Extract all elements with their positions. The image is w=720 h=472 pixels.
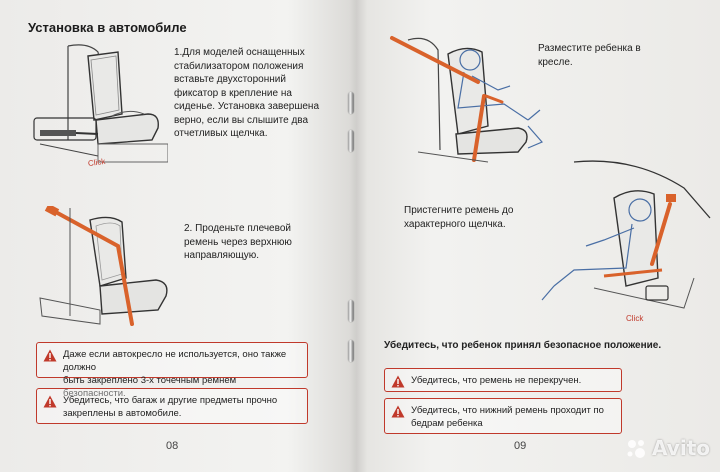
right-page: Разместите ребенка в кресле. Click Прист… <box>358 0 720 472</box>
isofix-installation-illustration <box>33 44 168 163</box>
avito-logo-icon <box>627 440 646 458</box>
shoulder-belt-illustration <box>39 206 168 326</box>
binding-ring <box>348 340 354 362</box>
warning-icon <box>43 395 57 408</box>
warning-box-unused-seat: Даже если автокресло не используется, он… <box>36 342 308 399</box>
page-number: 08 <box>166 440 179 452</box>
warning-box-luggage: Убедитесь, что багаж и другие предметы п… <box>36 388 308 424</box>
step-place-child-text: Разместите ребенка в кресле. <box>538 43 641 68</box>
warning-text: Убедитесь, что багаж и другие предметы п… <box>63 395 278 419</box>
binding-ring <box>348 300 354 322</box>
warning-box-lap-belt: Убедитесь, что нижний ремень проходит по… <box>384 398 622 434</box>
warning-text: Убедитесь, что ремень не перекручен. <box>411 375 582 386</box>
warning-icon <box>391 405 405 418</box>
step-2-text: 2. Проденьте плечевой ремень через верхн… <box>184 223 292 261</box>
page-number: 09 <box>514 440 527 452</box>
warning-icon <box>391 375 405 388</box>
step-1-text: 1.Для моделей оснащенных стабилизатором … <box>174 47 320 139</box>
left-page: Установка в автомобиле Click 1.Для модел… <box>0 0 352 472</box>
binding-ring <box>348 130 354 152</box>
click-label: Click <box>626 314 644 323</box>
warning-icon <box>43 349 57 362</box>
buckle-illustration <box>541 160 711 309</box>
warning-box-twisted-belt: Убедитесь, что ремень не перекручен. <box>384 368 622 392</box>
watermark-text: Avito <box>652 436 710 460</box>
page-heading: Установка в автомобиле <box>28 20 187 35</box>
final-check-text: Убедитесь, что ребенок принял безопасное… <box>384 340 662 351</box>
binding-ring <box>348 92 354 114</box>
step-buckle-text: Пристегните ремень до характерного щелчк… <box>404 205 514 230</box>
warning-text: Убедитесь, что нижний ремень проходит по… <box>411 405 604 429</box>
warning-text: Даже если автокресло не используется, он… <box>63 349 287 399</box>
child-placement-illustration <box>390 36 543 163</box>
avito-watermark: Avito <box>624 436 710 460</box>
